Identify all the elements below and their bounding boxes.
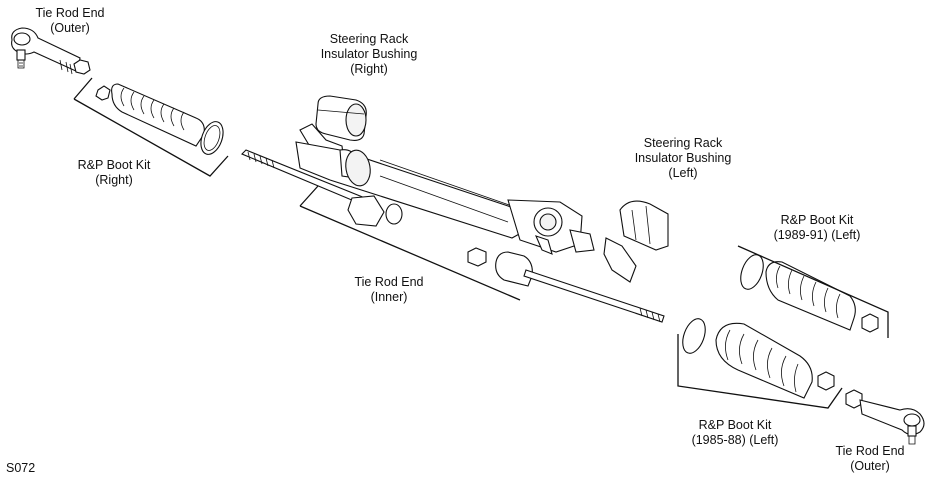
inner-tie-rod-upper [241, 149, 403, 227]
label-boot-kit-1985: R&P Boot Kit (1985-88) (Left) [692, 418, 779, 448]
inner-tie-rod-lower [467, 247, 665, 323]
label-line: (Outer) [850, 459, 890, 473]
label-line: Insulator Bushing [634, 151, 732, 165]
bushing-right-part [299, 95, 367, 163]
label-line: (Left) [668, 166, 698, 180]
label-line: R&P Boot Kit [77, 158, 151, 172]
bracket-boot-1985 [677, 334, 843, 409]
bracket-inner-upper [299, 185, 521, 301]
tie-rod-end-outer-bottom-right [845, 389, 925, 445]
label-line: (1989-91) (Left) [773, 228, 861, 242]
steering-rack-housing [295, 141, 595, 255]
bracket-boot-1989 [737, 245, 889, 338]
label-tie-rod-end-outer-left: Tie Rod End (Outer) [835, 444, 904, 474]
label-steering-bushing-right: Steering Rack Insulator Bushing (Right) [321, 32, 418, 77]
boot-kit-1985-parts [682, 318, 835, 399]
label-line: Tie Rod End [35, 6, 105, 20]
label-line: (Right) [350, 62, 388, 76]
label-line: Steering Rack [329, 32, 409, 46]
label-line: Tie Rod End [835, 444, 905, 458]
label-line: (Inner) [370, 290, 408, 304]
label-line: R&P Boot Kit [698, 418, 772, 432]
label-tie-rod-end-inner: Tie Rod End (Inner) [354, 275, 423, 305]
label-tie-rod-end-outer-right: Tie Rod End (Outer) [35, 6, 104, 36]
figure-code: S072 [6, 461, 36, 475]
label-boot-kit-right: R&P Boot Kit (Right) [78, 158, 151, 188]
bushing-left-part [603, 200, 669, 283]
tie-rod-end-outer-top-left [11, 27, 91, 75]
label-line: Steering Rack [643, 136, 723, 150]
label-line: (Outer) [50, 21, 90, 35]
label-line: (Right) [95, 173, 133, 187]
label-line: Insulator Bushing [320, 47, 418, 61]
label-line: R&P Boot Kit [780, 213, 854, 227]
label-boot-kit-1989: R&P Boot Kit (1989-91) (Left) [774, 213, 861, 243]
bracket-boot-right [73, 77, 229, 177]
boot-kit-1989-parts [740, 254, 879, 333]
label-steering-bushing-left: Steering Rack Insulator Bushing (Left) [635, 136, 732, 181]
boot-kit-right-parts [95, 83, 224, 155]
label-line: (1985-88) (Left) [691, 433, 779, 447]
label-line: Tie Rod End [354, 275, 424, 289]
